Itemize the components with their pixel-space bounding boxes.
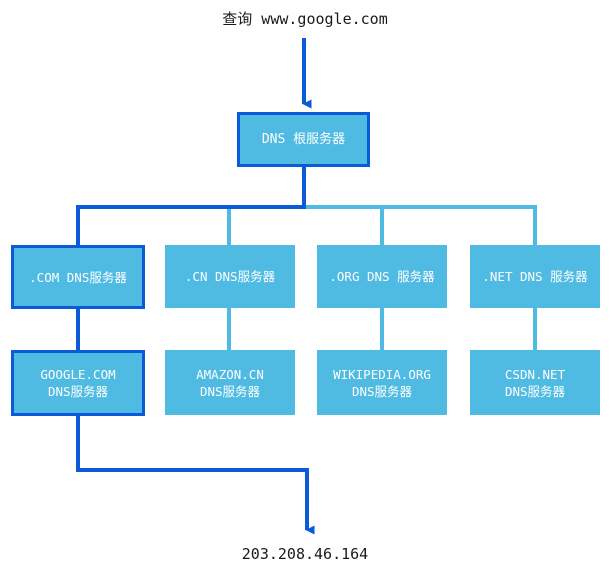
node-csdn-net-dns-server-label: CSDN.NET DNS服务器: [504, 366, 566, 399]
node-wikipedia-org-dns-server[interactable]: WIKIPEDIA.ORG DNS服务器: [317, 350, 447, 415]
node-com-dns-server[interactable]: .COM DNS服务器: [11, 245, 145, 309]
resolved-ip-label: 203.208.46.164: [241, 545, 369, 563]
node-google-com-dns-server[interactable]: GOOGLE.COM DNS服务器: [11, 350, 145, 416]
query-label: 查询 www.google.com: [222, 10, 388, 28]
node-dns-root-server[interactable]: DNS 根服务器: [237, 112, 370, 167]
node-csdn-net-dns-server[interactable]: CSDN.NET DNS服务器: [470, 350, 600, 415]
node-net-dns-server-label: .NET DNS 服务器: [482, 269, 588, 284]
node-org-dns-server-label: .ORG DNS 服务器: [329, 269, 435, 284]
node-wikipedia-org-dns-server-label: WIKIPEDIA.ORG DNS服务器: [333, 366, 431, 399]
node-amazon-cn-dns-server[interactable]: AMAZON.CN DNS服务器: [165, 350, 295, 415]
node-net-dns-server[interactable]: .NET DNS 服务器: [470, 245, 600, 308]
node-org-dns-server[interactable]: .ORG DNS 服务器: [317, 245, 447, 308]
node-dns-root-server-label: DNS 根服务器: [261, 132, 346, 147]
connector-google-to-result: [76, 416, 315, 535]
node-google-com-dns-server-label: GOOGLE.COM DNS服务器: [40, 367, 116, 399]
node-cn-dns-server-label: .CN DNS服务器: [184, 269, 276, 284]
connector-bus-left-highlight: [76, 205, 306, 249]
node-cn-dns-server[interactable]: .CN DNS服务器: [165, 245, 295, 308]
node-amazon-cn-dns-server-label: AMAZON.CN DNS服务器: [196, 366, 264, 399]
node-com-dns-server-label: .COM DNS服务器: [29, 269, 127, 285]
